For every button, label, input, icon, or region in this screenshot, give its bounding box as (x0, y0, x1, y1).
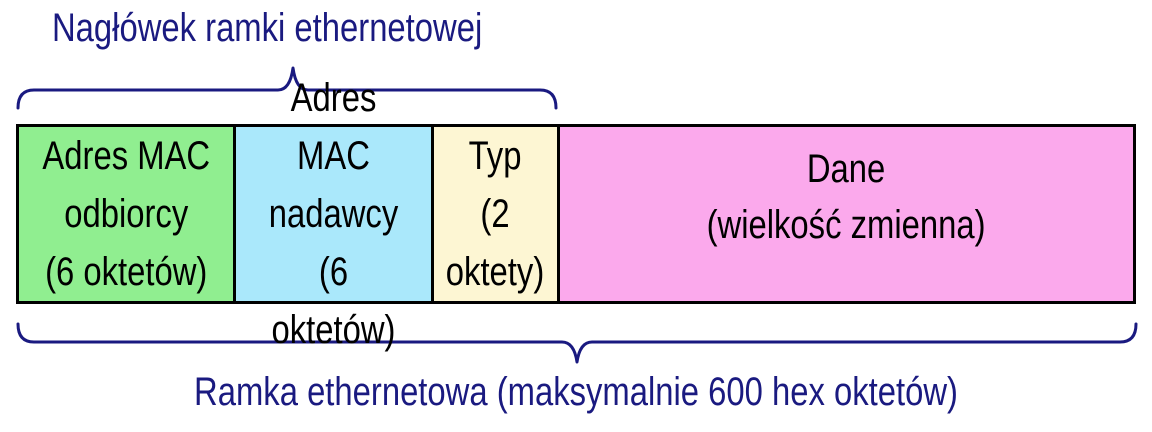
frame-caption: Ramka ethernetowa (maksymalnie 600 hex o… (194, 370, 958, 414)
field-data: Dane (wielkość zmienna) (560, 127, 1133, 301)
field-source-mac: Adres MAC nadawcy (6 oktetów) (236, 76, 434, 352)
header-caption: Nagłówek ramki ethernetowej (52, 6, 483, 50)
field-type-label: Typ (2 oktety) (446, 134, 545, 294)
field-type: Typ (2 oktety) (434, 127, 560, 301)
header-brace (16, 66, 558, 110)
frame-brace (16, 322, 1138, 364)
field-data-label: Dane (wielkość zmienna) (707, 147, 986, 247)
field-destination-mac: Adres MAC odbiorcy (6 oktetów) (19, 127, 236, 301)
field-destination-mac-label: Adres MAC odbiorcy (6 oktetów) (42, 134, 210, 294)
ethernet-frame: Adres MAC odbiorcy (6 oktetów) Adres MAC… (16, 76, 1136, 352)
field-source-mac-label: Adres MAC nadawcy (6 oktetów) (268, 76, 399, 352)
